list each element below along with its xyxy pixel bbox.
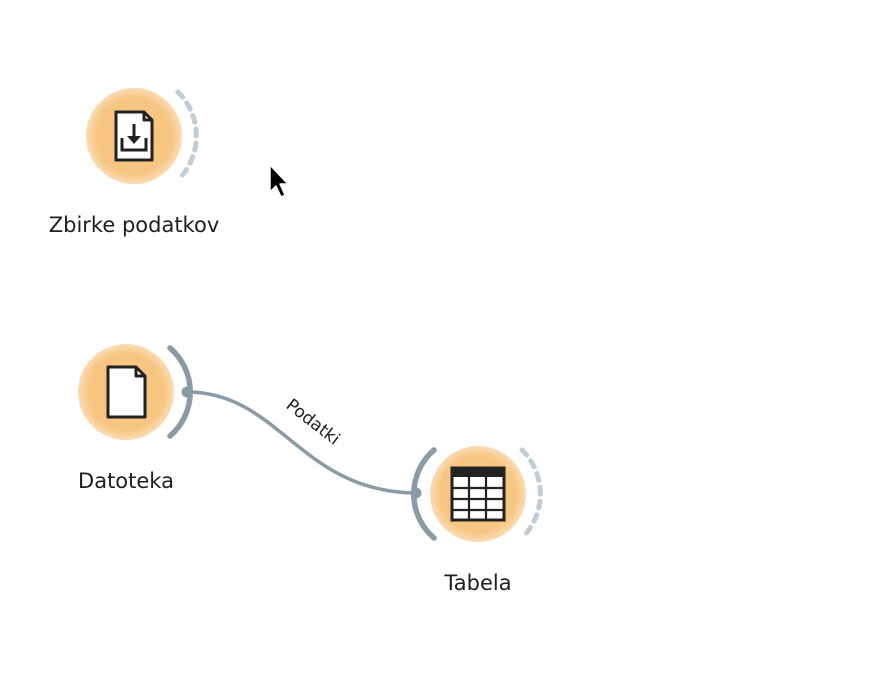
table-icon <box>450 466 506 522</box>
node-label: Datoteka <box>78 469 174 493</box>
output-port-unconnected[interactable] <box>175 89 199 183</box>
output-anchor[interactable] <box>181 386 193 398</box>
node-datasets[interactable]: Zbirke podatkov <box>49 88 220 237</box>
link-curve[interactable] <box>185 390 418 495</box>
arrow-cursor-icon <box>269 164 289 198</box>
node-label: Zbirke podatkov <box>49 213 220 237</box>
node-file[interactable]: Datoteka <box>78 344 193 493</box>
link-file-to-table[interactable]: Podatki <box>185 390 418 495</box>
node-table[interactable]: Tabela <box>410 446 543 595</box>
output-port-unconnected[interactable] <box>519 447 543 541</box>
document-icon <box>106 365 147 419</box>
download-document-icon <box>114 110 154 162</box>
input-anchor[interactable] <box>410 487 422 499</box>
node-label: Tabela <box>443 571 511 595</box>
